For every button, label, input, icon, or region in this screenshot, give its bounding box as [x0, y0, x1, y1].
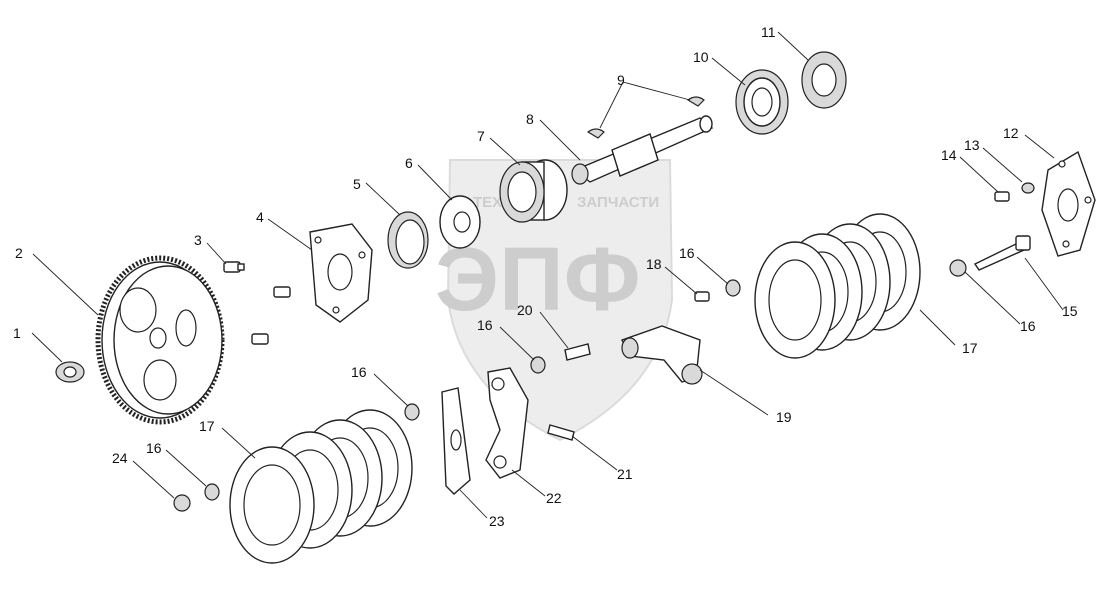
- callout-16-upper: 16: [679, 245, 695, 261]
- part-screw-14: [994, 191, 1010, 202]
- part-ring: [387, 211, 429, 269]
- part-flange-plate: [309, 223, 373, 323]
- part-screw-21: [547, 424, 575, 441]
- callout-22: 22: [546, 490, 562, 506]
- callout-19: 19: [776, 409, 792, 425]
- callout-1: 1: [13, 325, 21, 341]
- callout-21: 21: [617, 466, 633, 482]
- callout-3: 3: [194, 232, 202, 248]
- callout-14: 14: [941, 147, 957, 163]
- part-screw-18: [694, 291, 710, 302]
- watermark-text-right: ЗАПЧАСТИ: [577, 194, 659, 211]
- part-bolts-3: [223, 261, 291, 345]
- part-shaft: [571, 115, 714, 185]
- part-nut: [55, 361, 85, 383]
- callout-15: 15: [1062, 303, 1078, 319]
- callout-17-left: 17: [199, 418, 215, 434]
- part-washer-13: [1021, 182, 1035, 194]
- callout-4: 4: [256, 209, 264, 225]
- callout-16-left: 16: [351, 364, 367, 380]
- callout-2: 2: [15, 245, 23, 261]
- callout-10: 10: [693, 49, 709, 65]
- callout-16-right: 16: [1020, 318, 1036, 334]
- part-link: [485, 367, 529, 479]
- callout-17-right: 17: [962, 340, 978, 356]
- callout-6: 6: [405, 155, 413, 171]
- callout-18: 18: [646, 256, 662, 272]
- part-washer-6: [439, 195, 481, 249]
- part-seal: [801, 51, 847, 109]
- callout-16-middle: 16: [477, 317, 493, 333]
- watermark-logo: ЭПФ: [435, 230, 641, 330]
- part-bearing: [735, 69, 789, 135]
- callout-numbers: 1 2 3 4 5 6 7 8 9 10 11 12 13 14 15 16 1…: [13, 24, 1078, 529]
- callout-13: 13: [964, 137, 980, 153]
- part-lever-arm: [621, 325, 703, 385]
- part-gear: [95, 255, 225, 425]
- callout-8: 8: [526, 111, 534, 127]
- part-plate: [441, 387, 471, 495]
- leader-lines: [31, 31, 1064, 519]
- part-keys: [586, 96, 705, 139]
- callout-16-bottom: 16: [146, 440, 162, 456]
- part-nut-24: [173, 494, 191, 512]
- callout-7: 7: [477, 128, 485, 144]
- part-long-bolt: [973, 235, 1031, 271]
- callout-24: 24: [112, 450, 128, 466]
- part-bracket: [1041, 150, 1096, 257]
- part-washers-16: [204, 259, 967, 501]
- callout-20: 20: [517, 302, 533, 318]
- callout-9: 9: [617, 72, 625, 88]
- part-gasket-set-left: [229, 409, 413, 564]
- callout-12: 12: [1003, 125, 1019, 141]
- callout-5: 5: [353, 176, 361, 192]
- callout-11: 11: [761, 24, 776, 40]
- part-gasket-set-right: [754, 213, 921, 359]
- part-bushing: [499, 159, 568, 223]
- part-screw-20: [564, 343, 591, 361]
- callout-23: 23: [489, 513, 505, 529]
